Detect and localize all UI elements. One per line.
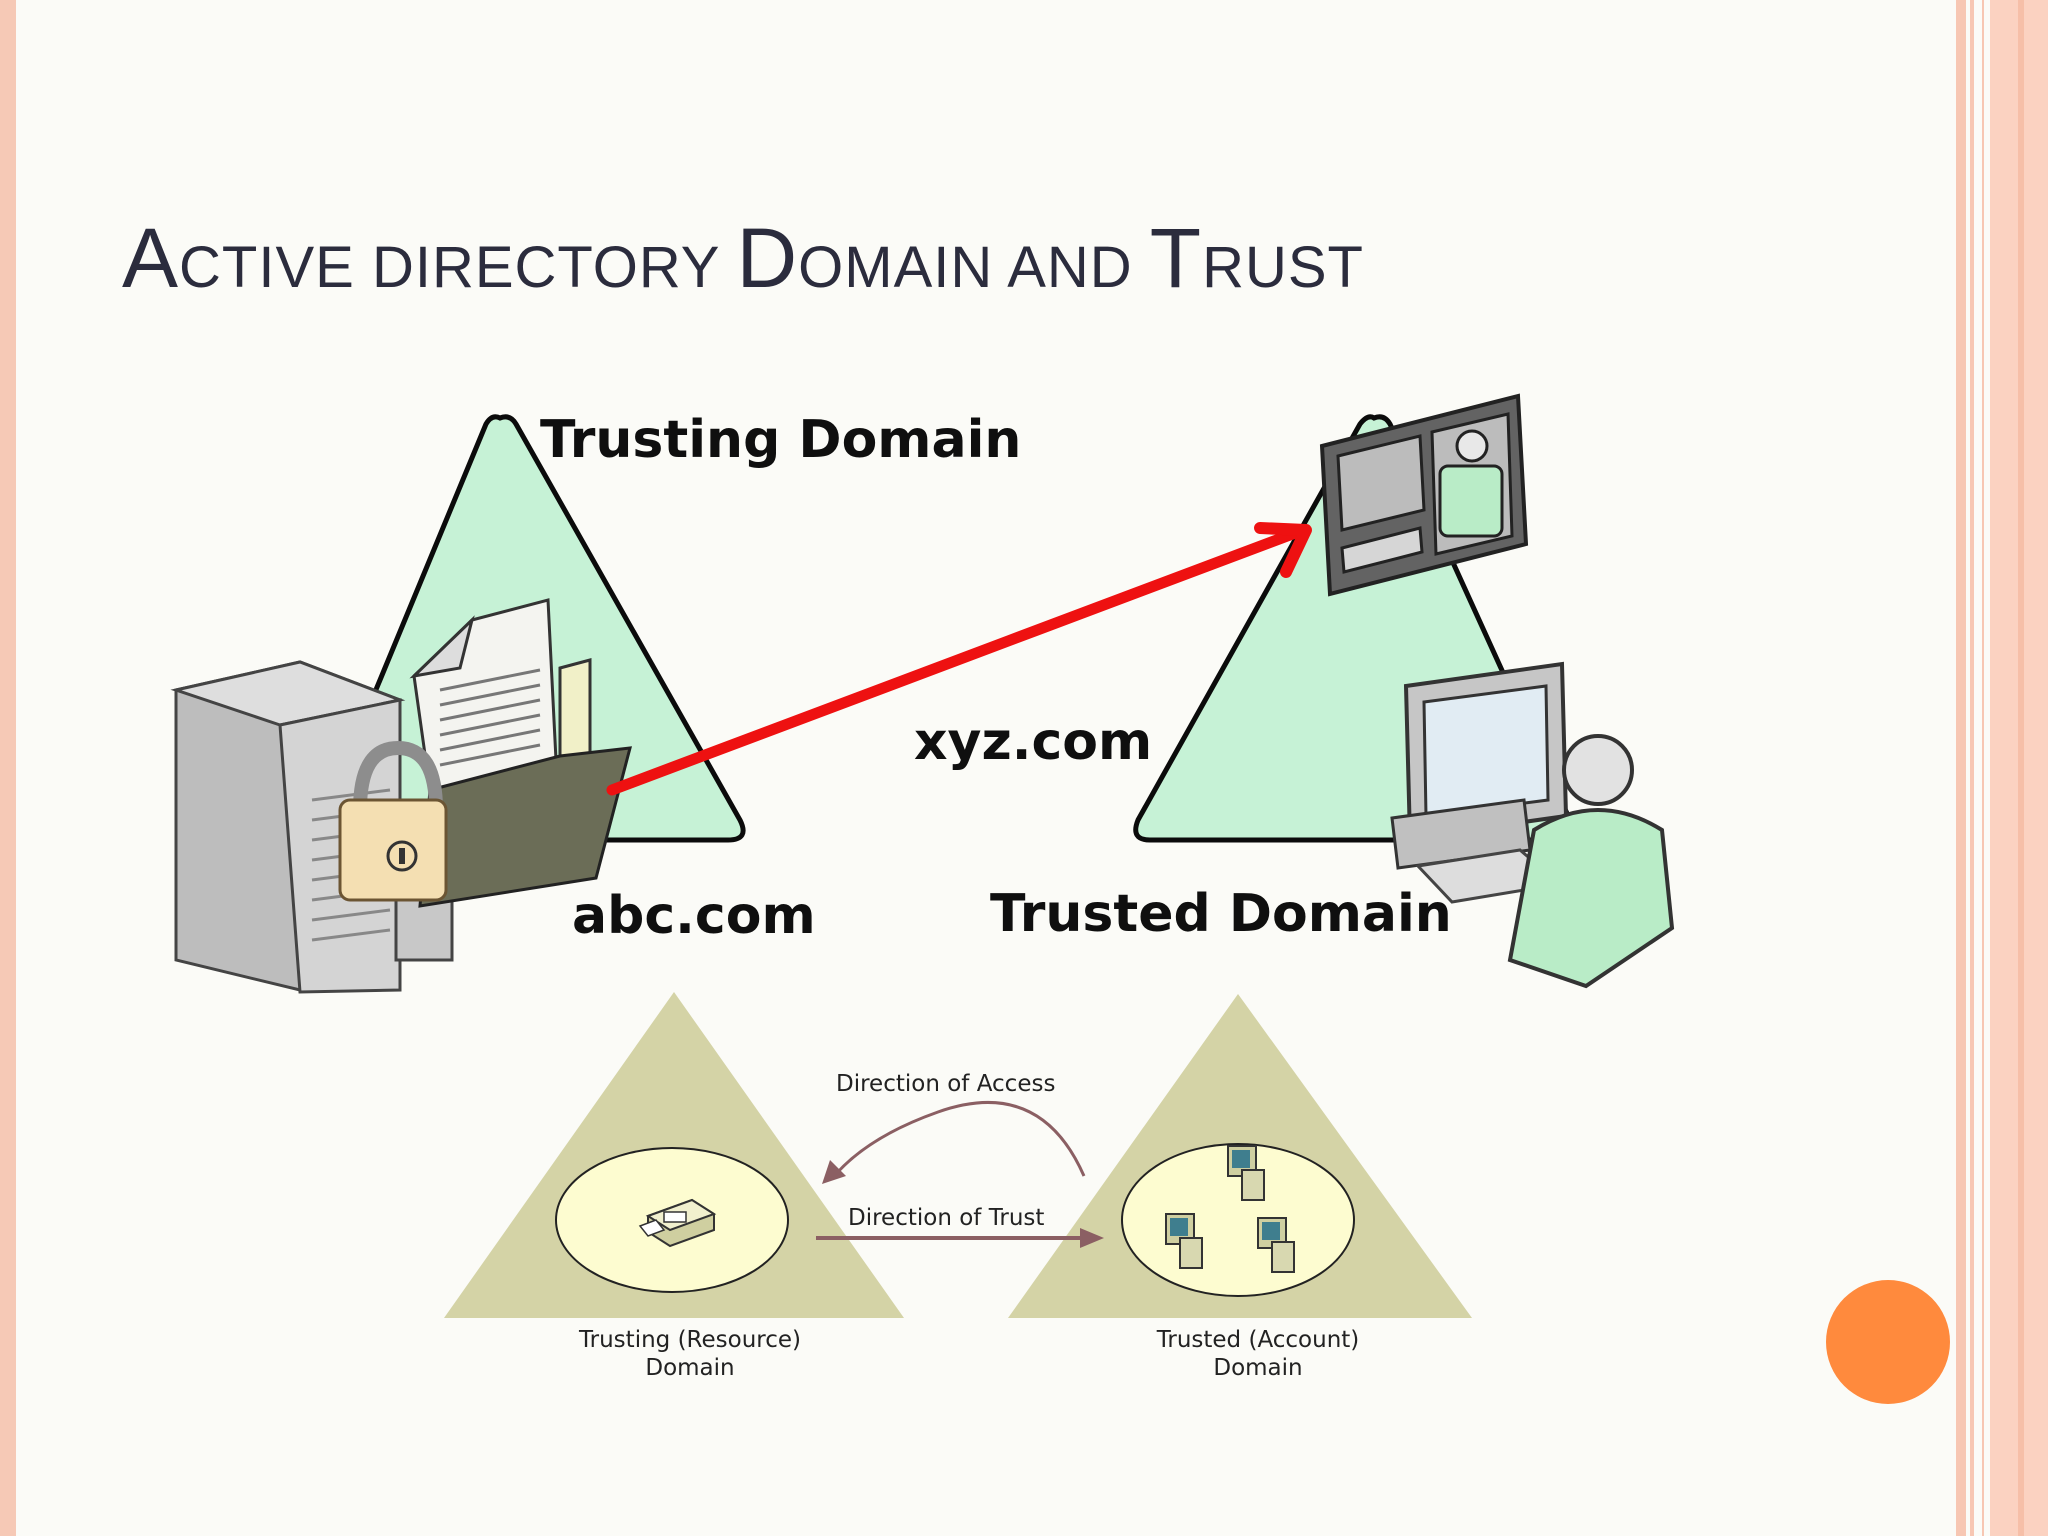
padlock-icon [338,740,448,902]
resource-printer-icon [638,1198,717,1248]
direction-of-trust-arrow [816,1228,1104,1248]
caption-line: Domain [1213,1355,1303,1381]
trusted-domain-label: Trusted Domain [990,884,1452,944]
direction-of-access-arrow [822,1100,1086,1184]
caption-line: Domain [645,1355,735,1381]
decorative-orange-circle [1826,1280,1950,1404]
slide-right-border [1956,0,2048,1536]
account-computer-icon [1165,1213,1203,1269]
abc-domain-name: abc.com [572,886,816,946]
account-computer-icon [1257,1217,1295,1273]
trusted-account-domain-caption: Trusted (Account) Domain [1128,1326,1388,1382]
caption-line: Trusted (Account) [1156,1327,1360,1353]
account-computer-icon [1227,1145,1265,1201]
xyz-domain-name: xyz.com [914,712,1153,772]
slide-title: ACTIVE DIRECTORY DOMAIN AND TRUST [122,211,1364,305]
user-workstation-icon [1390,661,1675,989]
shared-folder-icon [409,598,633,908]
direction-of-trust-label: Direction of Trust [848,1205,1045,1231]
slide-left-border [0,0,16,1536]
trusting-resource-domain-caption: Trusting (Resource) Domain [560,1326,820,1382]
trusting-domain-label: Trusting Domain [540,410,1022,470]
caption-line: Trusting (Resource) [578,1327,801,1353]
user-account-panel-icon [1319,393,1529,597]
trust-access-arrow [606,522,1312,796]
direction-of-access-label: Direction of Access [836,1071,1056,1097]
